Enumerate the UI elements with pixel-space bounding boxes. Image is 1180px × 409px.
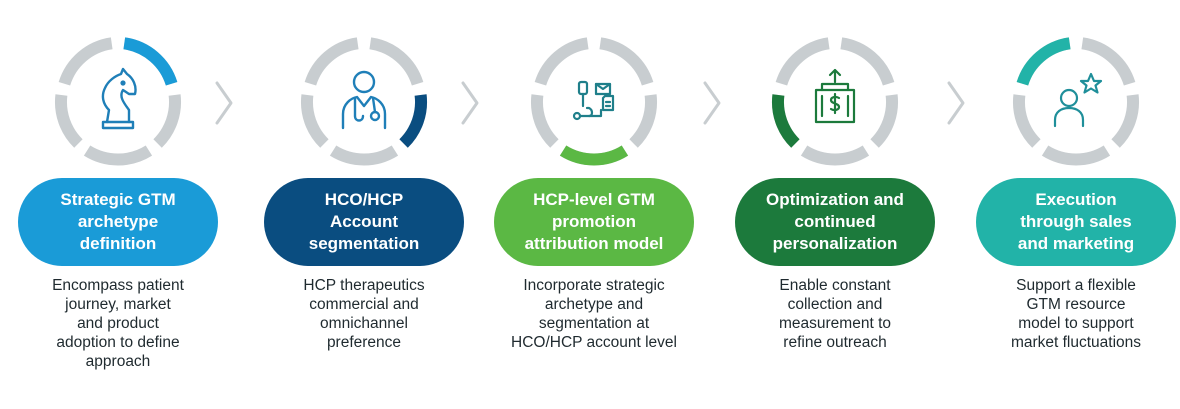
step-title-line: Optimization and (766, 190, 904, 209)
step-title-line: personalization (772, 234, 898, 253)
description-line: Incorporate strategic (523, 277, 665, 294)
ring-highlight-segment (559, 145, 629, 166)
ring-track-segment (1012, 94, 1041, 148)
step-3: HCP-level GTM promotion attribution mode… (476, 0, 712, 409)
step-1: Strategic GTM archetype definition Encom… (0, 0, 236, 409)
ring-track-segment (599, 37, 654, 86)
step-title-line: segmentation (308, 234, 420, 253)
ring-track-segment (1081, 37, 1136, 86)
ring-track-segment (83, 145, 153, 166)
description-line: adoption to define (56, 334, 180, 351)
step-description: Incorporate strategic archetype and segm… (494, 276, 694, 352)
chevron-right-icon (215, 81, 233, 125)
step-description: Enable constant collection and measureme… (745, 276, 925, 352)
workflow-icon (572, 80, 615, 121)
ring-track-segment (840, 37, 895, 86)
step-title-pill: Execution through sales and marketing (976, 178, 1176, 266)
ring-track-segment (1111, 94, 1140, 148)
step-title-pill: Optimization and continued personalizati… (735, 178, 935, 266)
description-line: commercial and (309, 296, 419, 313)
ring-track-segment (300, 94, 329, 148)
step-title-line: promotion (551, 212, 637, 231)
ring-highlight-segment (1016, 37, 1071, 86)
description-line: HCO/HCP account level (511, 334, 677, 351)
description-line: Support a flexible (1016, 277, 1136, 294)
description-line: Encompass patient (52, 277, 184, 294)
step-title-line: Execution (1035, 190, 1117, 209)
ring-track-segment (58, 37, 113, 86)
step-title-line: HCO/HCP (324, 190, 404, 209)
step-title-line: attribution model (524, 234, 664, 253)
step-description: Encompass patient journey, market and pr… (28, 276, 208, 371)
description-line: approach (85, 353, 151, 370)
step-5: Execution through sales and marketing Su… (958, 0, 1180, 409)
step-title-line: and marketing (1017, 234, 1135, 253)
ring-track-segment (54, 94, 83, 148)
person-star-icon (1053, 72, 1103, 128)
ring-track-segment (870, 94, 899, 148)
step-title-line: continued (794, 212, 876, 231)
chevron-right-icon (703, 81, 721, 125)
description-line: journey, market (65, 296, 171, 313)
step-2: HCO/HCP Account segmentation HCP therape… (246, 0, 482, 409)
doctor-icon (341, 70, 387, 130)
step-title-pill: HCP-level GTM promotion attribution mode… (494, 178, 694, 266)
step-title-line: definition (79, 234, 157, 253)
progress-ring-4 (771, 37, 899, 166)
description-line: refine outreach (783, 334, 887, 351)
description-line: Enable constant (779, 277, 891, 294)
description-line: HCP therapeutics (303, 277, 425, 294)
description-line: omnichannel (320, 315, 408, 332)
ring-track-segment (329, 145, 399, 166)
progress-ring-2 (300, 37, 428, 166)
description-line: segmentation at (538, 315, 650, 332)
ring-track-segment (800, 145, 870, 166)
description-line: collection and (787, 296, 883, 313)
description-line: model to support (1018, 315, 1134, 332)
description-line: and product (77, 315, 159, 332)
step-4: Optimization and continued personalizati… (717, 0, 953, 409)
chevron-right-icon (947, 81, 965, 125)
ring-track-segment (530, 94, 559, 148)
step-description: HCP therapeutics commercial and omnichan… (274, 276, 454, 352)
ring-highlight-segment (123, 37, 178, 86)
chevron-right-icon (461, 81, 479, 125)
description-line: archetype and (544, 296, 644, 313)
step-title-line: Account (330, 212, 398, 231)
description-line: preference (326, 334, 402, 351)
ring-track-segment (629, 94, 658, 148)
ring-track-segment (369, 37, 424, 86)
step-title-line: HCP-level GTM (533, 190, 655, 209)
ring-highlight-segment (771, 94, 800, 148)
description-line: GTM resource (1026, 296, 1126, 313)
ring-track-segment (153, 94, 182, 148)
ring-track-segment (534, 37, 589, 86)
ring-highlight-segment (399, 94, 428, 148)
step-description: Support a flexible GTM resource model to… (986, 276, 1166, 352)
ring-track-segment (304, 37, 359, 86)
ring-track-segment (1041, 145, 1111, 166)
description-line: measurement to (779, 315, 891, 332)
step-title-line: archetype (77, 212, 159, 231)
progress-ring-3 (530, 37, 658, 166)
progress-ring-5 (1012, 37, 1140, 166)
step-title-line: Strategic GTM (60, 190, 176, 209)
step-title-pill: HCO/HCP Account segmentation (264, 178, 464, 266)
progress-ring-1 (54, 37, 182, 166)
description-line: market fluctuations (1010, 334, 1142, 351)
step-title-line: through sales (1020, 212, 1132, 231)
chess-knight-icon (101, 67, 137, 130)
ring-track-segment (775, 37, 830, 86)
bank-growth-icon (814, 68, 856, 124)
step-title-pill: Strategic GTM archetype definition (18, 178, 218, 266)
